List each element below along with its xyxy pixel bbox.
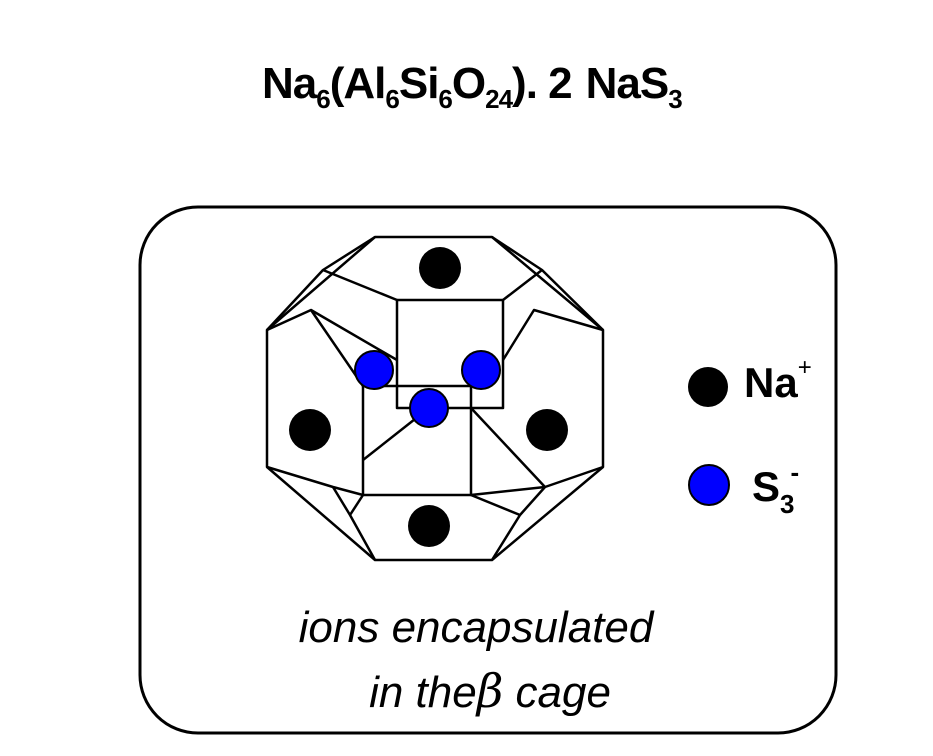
formula-nas-sub: 3 <box>668 84 683 114</box>
frame-box <box>138 205 838 735</box>
formula-o-sub: 24 <box>485 84 513 114</box>
cage-edge-right-upper <box>501 308 604 361</box>
caption-line-2: in theβ cage <box>210 668 770 715</box>
cage-back-square <box>395 298 505 410</box>
s3-ion-right <box>461 350 501 390</box>
legend-na-text: Na <box>744 359 798 406</box>
cage-edge-bottom-left <box>331 486 377 561</box>
cage-edge-tl-outline <box>266 269 324 331</box>
legend-s3-sub: 3 <box>780 489 795 519</box>
formula-o: O <box>451 59 486 108</box>
na-ion-left <box>289 409 331 451</box>
cage-edge-left-upper <box>266 308 365 387</box>
legend-s3-label: S3- <box>752 459 799 517</box>
legend-s3-charge: - <box>790 457 800 487</box>
formula-nas: NaS <box>585 59 670 108</box>
na-ion-top <box>419 247 461 289</box>
formula-close-2: ). 2 <box>512 59 573 108</box>
formula-al: (Al <box>329 59 387 108</box>
formula-na-sub: 6 <box>316 84 331 114</box>
legend-s3-text: S <box>752 463 781 510</box>
legend-na-label: Na+ <box>744 356 812 406</box>
caption-line-1: ions encapsulated <box>298 603 654 652</box>
cage-edge-left-mid <box>310 308 398 362</box>
formula-si-sub: 6 <box>438 84 453 114</box>
cage-edge-bottom-mid-right <box>470 493 521 517</box>
caption-beta-symbol: β <box>476 664 504 718</box>
formula-al-sub: 6 <box>385 84 400 114</box>
s3-ion-left <box>354 350 394 390</box>
cage-edge-tr-outline <box>541 269 604 331</box>
na-ion-bottom <box>408 505 450 547</box>
formula-na: Na <box>262 59 317 108</box>
caption-cage: cage <box>503 668 611 717</box>
na-ion-right <box>526 409 568 451</box>
cage-edge-top-left <box>321 235 398 302</box>
caption-in-the: in the <box>369 668 477 717</box>
cage-edge-top-right <box>491 235 544 301</box>
cage-edge-bottom-mid-left <box>348 494 365 516</box>
cage-edge-right-mid <box>470 485 546 497</box>
legend-s3-marker <box>688 464 730 506</box>
formula-si: Si <box>398 59 440 108</box>
legend-na-marker <box>688 367 728 407</box>
s3-ion-center <box>409 388 449 428</box>
legend-na-charge: + <box>797 354 812 381</box>
